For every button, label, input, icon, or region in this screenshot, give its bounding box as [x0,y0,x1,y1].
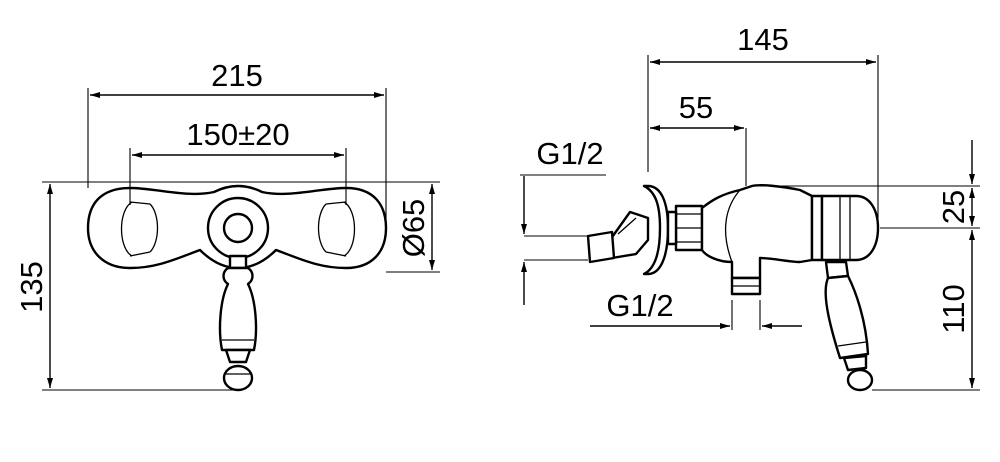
left-cap-line-top [129,201,151,205]
side-lever-handle [824,274,870,360]
right-cap-inner [317,203,327,253]
wall-flange [642,184,670,276]
side-lever-tip [842,354,868,372]
left-cap-inner [149,203,159,253]
dim-wall-offset: 55 [679,90,713,125]
side-lever-knob [846,368,874,392]
thread-outlet-label: G1/2 [606,288,673,323]
left-cap-line-bottom [129,251,151,257]
lever-neck [228,254,248,270]
right-cap-line-top [325,201,347,205]
side-view: 145 55 G1/2 G1/2 25 110 [520,22,980,392]
dim-upper: 25 [936,190,971,224]
flange-connector [666,210,678,246]
mixer-body [700,184,814,280]
mixer-body-curve [724,189,741,263]
left-end-cap [120,201,133,257]
end-cap-collar [810,194,824,262]
dim-overall-width: 215 [211,58,263,93]
dim-depth: 145 [737,22,789,57]
dim-lower: 110 [936,284,971,333]
lever-tip-neck [224,348,252,364]
lever-knob [222,364,254,392]
right-end-cap [343,201,356,257]
dim-height: 135 [14,261,49,313]
lever-handle [218,266,258,352]
dim-diameter: Ø65 [396,199,431,258]
dim-center-distance: 150±20 [186,117,289,152]
thread-inlet-label: G1/2 [536,136,603,171]
front-view: 215 150±20 135 Ø65 [14,58,440,392]
right-cap-line-bottom [325,251,347,257]
center-hub-inner [222,212,254,244]
inlet-eccentric-pipe [608,210,650,260]
inlet-thread-nipple [586,230,616,264]
